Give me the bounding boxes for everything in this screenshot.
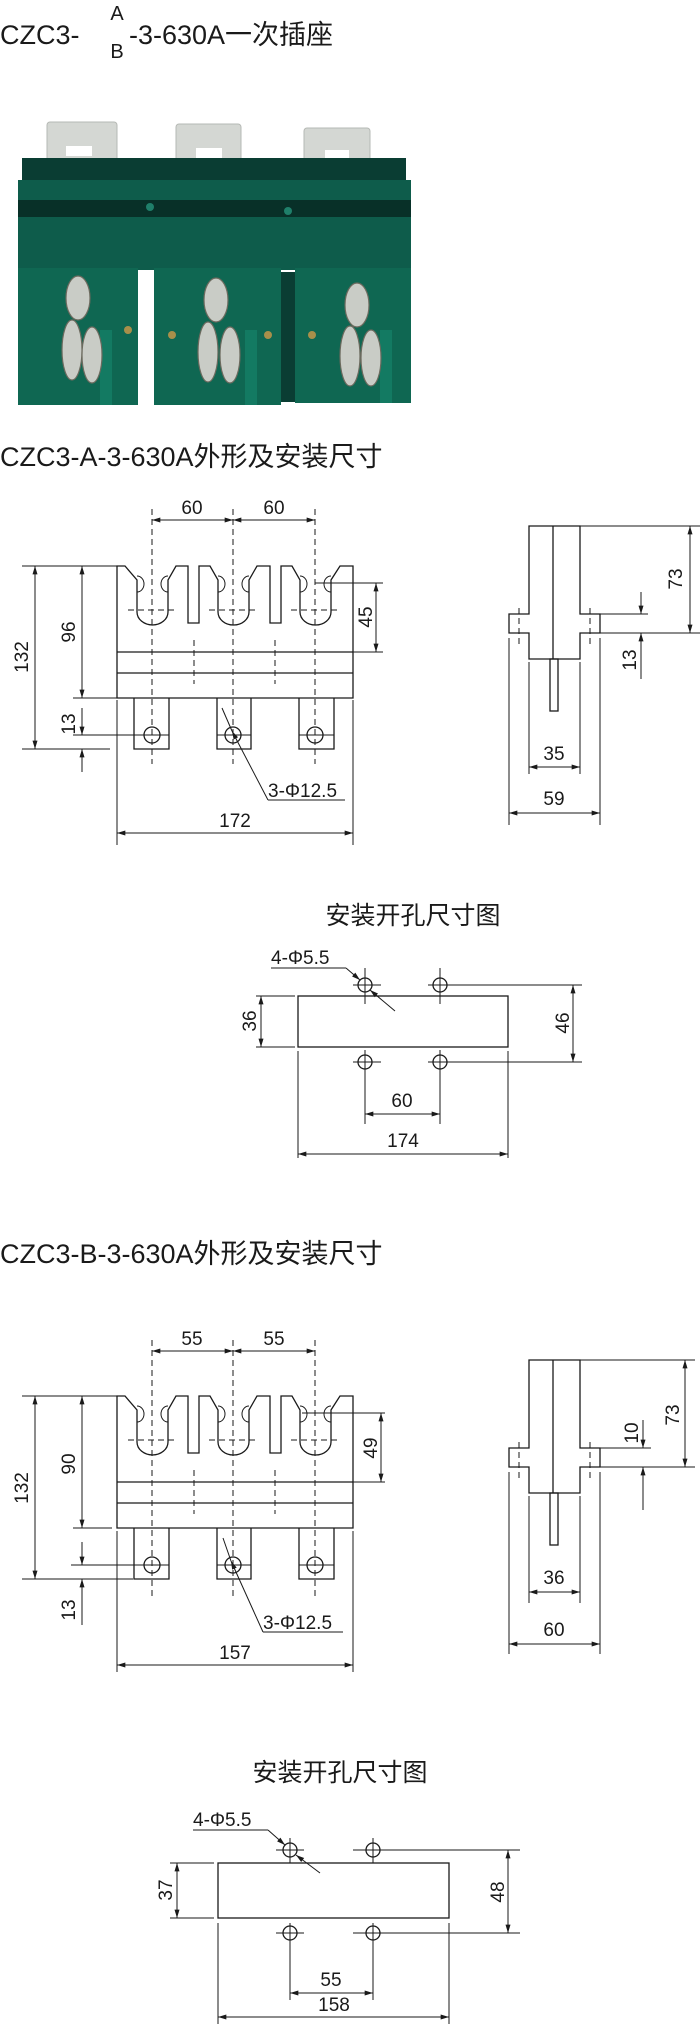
dim-side-height: 73 xyxy=(663,1404,684,1425)
dim-hole-pitch: 55 xyxy=(320,1970,341,1991)
dim-contact-depth: 45 xyxy=(356,606,377,627)
section-a-title: CZC3-A-3-630A外形及安装尺寸 xyxy=(0,442,383,472)
dim-side-overall-width: 59 xyxy=(543,789,564,810)
title-variant-a: A xyxy=(110,3,124,25)
product-title: CZC3- A B -3-630A一次插座 xyxy=(0,3,333,63)
title-prefix: CZC3- xyxy=(0,20,80,50)
dim-overall-height: 132 xyxy=(12,641,33,673)
section-a-front-view: 60 60 132 96 45 13 3-Φ12.5 172 xyxy=(12,498,383,845)
mounting-holes xyxy=(276,1838,520,2000)
dim-opening-width: 174 xyxy=(387,1131,419,1152)
section-b-title: CZC3-B-3-630A外形及安装尺寸 xyxy=(0,1239,383,1269)
mounting-holes xyxy=(353,968,582,1124)
product-photo xyxy=(18,121,411,405)
dim-opening-height: 37 xyxy=(156,1879,177,1900)
title-variant-b: B xyxy=(110,41,123,63)
section-b-cutout-drawing: 安装开孔尺寸图 4-Φ5.5 37 48 55 158 xyxy=(156,1759,520,2024)
dim-hole-spec: 3-Φ12.5 xyxy=(263,1613,332,1634)
section-a-side-view: 73 13 35 59 xyxy=(508,525,700,825)
section-a-cutout-drawing: 安装开孔尺寸图 4-Φ5.5 36 46 60 174 xyxy=(240,902,582,1158)
dim-hole-vertical-pitch: 48 xyxy=(488,1881,509,1902)
dim-pitch-left: 55 xyxy=(181,1329,202,1350)
section-b-front-view: 55 55 132 90 49 13 3-Φ12.5 157 xyxy=(12,1329,385,1672)
dim-opening-height: 36 xyxy=(240,1010,261,1031)
dim-terminal-offset: 13 xyxy=(59,713,80,734)
dim-contact-depth: 49 xyxy=(361,1437,382,1458)
dim-pitch-right: 55 xyxy=(263,1329,284,1350)
housing-stripe xyxy=(18,200,411,217)
dim-terminal-offset: 13 xyxy=(59,1599,80,1620)
dim-overall-width: 172 xyxy=(219,811,251,832)
dim-side-body-width: 35 xyxy=(543,744,564,765)
dim-hole-vertical-pitch: 46 xyxy=(553,1012,574,1033)
dim-side-height: 73 xyxy=(666,568,687,589)
dim-opening-width: 158 xyxy=(318,1995,350,2016)
dim-body-height: 96 xyxy=(59,621,80,642)
dim-pitch-right: 60 xyxy=(263,498,284,519)
title-suffix: -3-630A一次插座 xyxy=(129,20,333,50)
dim-overall-width: 157 xyxy=(219,1643,251,1664)
spring-contacts xyxy=(61,275,382,387)
dim-side-body-width: 36 xyxy=(543,1568,564,1589)
housing-body xyxy=(18,180,411,270)
dim-mounting-hole-spec: 4-Φ5.5 xyxy=(193,1810,251,1831)
dim-side-overall-width: 60 xyxy=(543,1620,564,1641)
cutout-title: 安装开孔尺寸图 xyxy=(252,1759,427,1787)
dim-pitch-left: 60 xyxy=(181,498,202,519)
terminal-tabs xyxy=(46,121,371,169)
dim-hole-pitch: 60 xyxy=(391,1091,412,1112)
dim-lug-offset: 13 xyxy=(620,649,641,670)
cutout-title: 安装开孔尺寸图 xyxy=(325,902,500,930)
dim-lug-offset: 10 xyxy=(622,1422,643,1443)
dim-mounting-hole-spec: 4-Φ5.5 xyxy=(271,948,329,969)
dim-hole-spec: 3-Φ12.5 xyxy=(268,781,337,802)
dim-overall-height: 132 xyxy=(12,1472,33,1504)
section-b-side-view: 73 10 36 60 xyxy=(508,1359,695,1654)
dim-body-height: 90 xyxy=(59,1453,80,1474)
